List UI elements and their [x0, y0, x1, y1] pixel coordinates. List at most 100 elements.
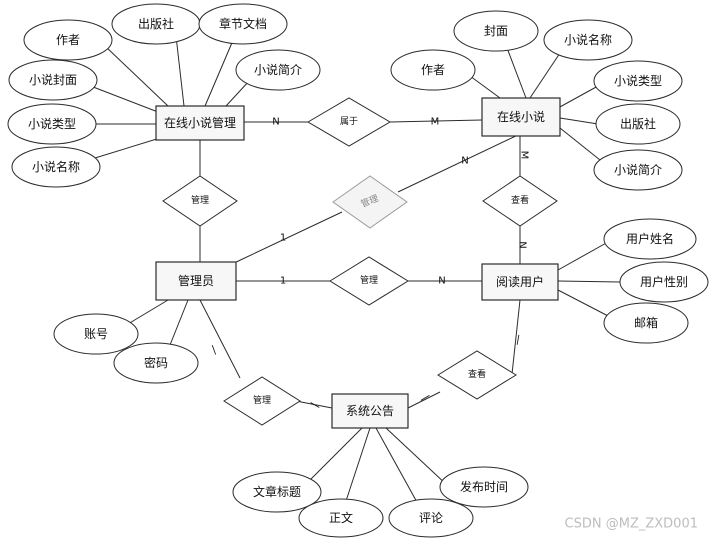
card-diag-top: N	[461, 156, 468, 167]
entity-novel-manage: 在线小说管理	[155, 105, 245, 141]
rel-manage-mid: 管理	[329, 256, 409, 306]
rel-belongs: 属于	[307, 97, 391, 147]
attr-rd-gender: 用户性别	[619, 261, 709, 303]
card-mid-right: N	[438, 276, 445, 287]
rel-view-right: 查看	[482, 175, 558, 227]
line-nm-name	[94, 137, 161, 159]
entity-online-novel-label: 在线小说	[497, 109, 545, 124]
card-view-top: M	[519, 151, 530, 160]
attr-rd-email-label: 邮箱	[634, 315, 658, 330]
entity-admin-label: 管理员	[178, 273, 214, 288]
rel-view-bottom-label: 查看	[468, 368, 486, 380]
attr-on-intro: 小说简介	[593, 149, 683, 191]
line-nt-title	[307, 427, 363, 483]
attr-on-publisher-label: 出版社	[620, 116, 656, 131]
attr-nm-type: 小说类型	[7, 103, 97, 145]
card-admin-down: |	[211, 344, 218, 355]
attr-rd-name: 用户姓名	[603, 218, 697, 260]
attr-nm-author: 作者	[23, 19, 113, 61]
entity-novel-manage-label: 在线小说管理	[164, 115, 236, 130]
attr-nt-title: 文章标题	[232, 471, 322, 513]
line-ad-account	[127, 299, 169, 325]
attr-nt-time-label: 发布时间	[460, 479, 508, 494]
line-nt-body	[344, 427, 371, 505]
card-notice-right: |	[419, 394, 430, 402]
attr-on-author: 作者	[390, 49, 476, 91]
attr-nt-body-label: 正文	[329, 510, 353, 525]
line-on-publisher	[559, 117, 599, 125]
line-rd-name	[557, 241, 609, 271]
attr-rd-name-label: 用户姓名	[626, 231, 674, 246]
line-belongs-on	[389, 119, 483, 123]
attr-ad-password: 密码	[113, 342, 199, 384]
attr-nm-name: 小说名称	[11, 146, 101, 188]
attr-on-name-label: 小说名称	[564, 32, 612, 47]
rel-manage-mid-label: 管理	[360, 274, 378, 286]
rel-manage-left: 管理	[162, 175, 238, 227]
attr-ad-password-label: 密码	[144, 355, 168, 370]
line-on-type	[557, 85, 599, 109]
line-reader-view-bottom	[511, 299, 521, 375]
attr-nt-comment-label: 评论	[419, 511, 443, 525]
line-admin-manage-bottom	[199, 299, 241, 379]
entity-reader: 阅读用户	[481, 263, 559, 301]
card-diag-bottom: 1	[280, 233, 286, 244]
line-on-author	[469, 75, 501, 99]
attr-nt-body: 正文	[298, 498, 384, 538]
attr-nm-chapter: 章节文档	[198, 3, 288, 45]
line-manage-bottom-notice	[295, 400, 333, 409]
line-nt-comment	[375, 427, 419, 505]
card-mid-left: 1	[280, 276, 286, 287]
line-nm-chapter	[204, 37, 235, 107]
connector-lines	[87, 35, 621, 505]
line-nm-author	[104, 45, 169, 107]
attr-nm-cover: 小说封面	[8, 59, 98, 101]
attr-on-type: 小说类型	[593, 60, 683, 102]
line-admin-diag	[231, 211, 343, 265]
line-on-intro	[559, 127, 601, 161]
attr-nm-publisher: 出版社	[111, 3, 201, 45]
line-rd-gender	[557, 280, 621, 283]
line-nm-cover	[87, 84, 159, 113]
rel-manage-left-label: 管理	[191, 194, 209, 206]
line-nm-intro	[225, 79, 251, 107]
attr-nt-time: 发布时间	[439, 466, 529, 508]
rel-view-bottom: 查看	[437, 350, 517, 400]
attr-nt-title-label: 文章标题	[253, 484, 301, 499]
line-rd-email	[557, 289, 613, 319]
rel-manage-diag: 管理	[332, 175, 408, 229]
entity-reader-label: 阅读用户	[496, 274, 544, 289]
attr-on-author-label: 作者	[421, 63, 445, 77]
attr-nm-publisher-label: 出版社	[138, 16, 174, 31]
attr-nm-name-label: 小说名称	[32, 159, 80, 174]
attr-nm-author-label: 作者	[56, 33, 80, 47]
line-ad-password	[167, 299, 189, 351]
rel-manage-bottom-label: 管理	[253, 394, 271, 406]
entity-admin: 管理员	[155, 261, 237, 301]
rel-belongs-label: 属于	[340, 116, 358, 127]
entity-notice: 系统公告	[331, 393, 409, 429]
rel-manage-bottom: 管理	[223, 376, 301, 426]
attr-on-name: 小说名称	[543, 19, 633, 61]
line-diag-on	[397, 133, 521, 193]
attr-nm-chapter-label: 章节文档	[219, 16, 267, 31]
attr-on-cover-label: 封面	[484, 24, 508, 38]
attr-nm-cover-label: 小说封面	[29, 72, 77, 87]
attr-ad-account: 账号	[53, 313, 139, 355]
attr-rd-gender-label: 用户性别	[640, 274, 688, 289]
attr-on-intro-label: 小说简介	[614, 162, 662, 177]
line-nt-time	[385, 427, 449, 487]
attr-ad-account-label: 账号	[84, 327, 108, 341]
attr-on-type-label: 小说类型	[614, 73, 662, 88]
attr-nm-intro-label: 小说简介	[254, 62, 302, 77]
line-on-name	[529, 49, 563, 99]
line-nm-publisher	[175, 35, 185, 107]
card-view-bottom: N	[517, 241, 528, 248]
attr-on-cover: 封面	[453, 10, 539, 52]
watermark: CSDN @MZ_ZXD001	[565, 517, 698, 532]
attr-nm-type-label: 小说类型	[28, 116, 76, 131]
attr-nm-intro: 小说简介	[235, 49, 321, 91]
attr-rd-email: 邮箱	[603, 302, 689, 344]
rel-view-right-label: 查看	[511, 194, 529, 206]
